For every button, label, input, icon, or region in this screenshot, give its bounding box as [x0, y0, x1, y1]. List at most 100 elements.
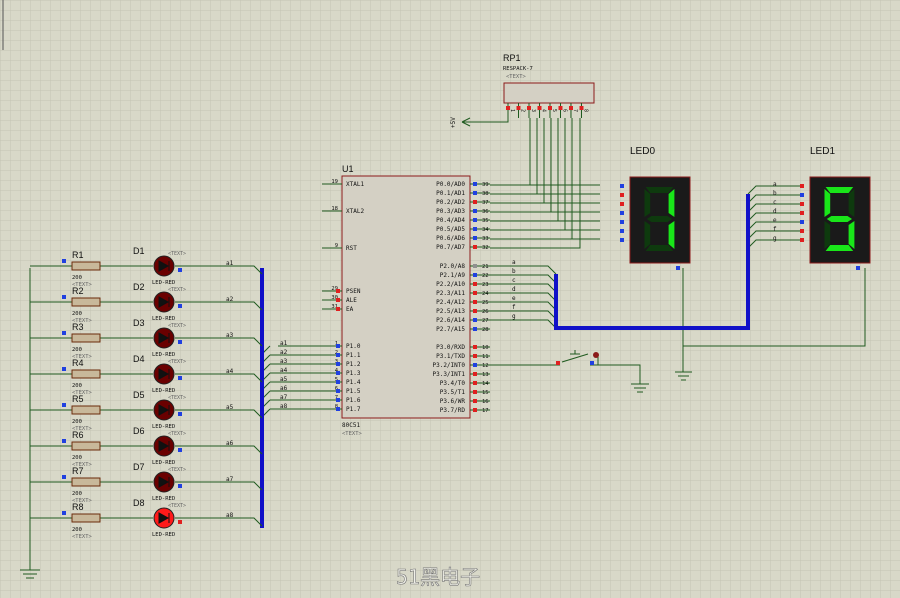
- led-text: <TEXT>: [168, 467, 186, 473]
- display-pin-state: [800, 220, 804, 224]
- u1-pin-name: P1.3: [346, 370, 361, 377]
- u1-pin-name: P2.6/A14: [436, 317, 465, 324]
- row-wire: [30, 481, 263, 491]
- row-wire: [30, 265, 263, 275]
- u1-pin-state: [473, 300, 477, 304]
- segment-b: [848, 189, 855, 217]
- u1-pin-state: [473, 363, 477, 367]
- led-pin-state: [178, 376, 182, 380]
- resistor-body[interactable]: [71, 369, 101, 379]
- led-value: LED-RED: [152, 496, 175, 502]
- diode-symbol-icon: [158, 368, 170, 380]
- u1-text: <TEXT>: [342, 431, 363, 437]
- resistor-pin-state: [62, 295, 66, 299]
- display-pin-state: [620, 193, 624, 197]
- segment-e: [824, 221, 831, 249]
- resistor-text: <TEXT>: [72, 462, 93, 468]
- u1-pin-name: P0.3/AD3: [436, 208, 465, 215]
- u1-pin-state: [336, 398, 340, 402]
- rp1-pin-state: [527, 106, 531, 110]
- segment-c: [668, 221, 675, 249]
- led-value: LED-RED: [152, 352, 175, 358]
- u1-pin-number: 21: [482, 264, 489, 270]
- diode-symbol-icon: [158, 476, 170, 488]
- led-text: <TEXT>: [168, 359, 186, 365]
- u1-pin-state: [473, 291, 477, 295]
- led-text: <TEXT>: [168, 431, 186, 437]
- display-pin-label: a: [773, 181, 777, 188]
- u1-pin-number: 39: [482, 182, 489, 188]
- rp1-pin-state: [506, 106, 510, 110]
- u1-pin-number: 16: [482, 399, 489, 405]
- seven-segment-display[interactable]: LED0: [620, 146, 691, 270]
- u1-pin-state: [473, 318, 477, 322]
- u1-pin-state: [473, 182, 477, 186]
- led-ref: D2: [133, 282, 145, 292]
- diode-symbol-icon: [158, 260, 170, 272]
- display-pin-label: c: [773, 199, 777, 206]
- u1-pin-state: [473, 191, 477, 195]
- u1-pin-number: 32: [482, 245, 489, 251]
- net-label-p2: f: [512, 304, 516, 311]
- u1-pin-number: 9: [335, 243, 338, 249]
- resistor-body[interactable]: [71, 297, 101, 307]
- u1-pin-state: [336, 344, 340, 348]
- resistor-body[interactable]: [71, 513, 101, 523]
- rp1-pin-state: [569, 106, 573, 110]
- u1-pin-number: 15: [482, 390, 489, 396]
- u1-pin-number: 18: [331, 206, 338, 212]
- u1-pin-number: 24: [482, 291, 489, 297]
- push-button-switch[interactable]: [556, 352, 599, 365]
- u1-pin-number: 12: [482, 363, 489, 369]
- u1-pin-state: [473, 245, 477, 249]
- segment-c: [848, 221, 855, 249]
- u1-pin-name: P3.2/INT0: [432, 362, 465, 369]
- u1-pin-state: [473, 345, 477, 349]
- u1-pin-name: P2.2/A10: [436, 281, 465, 288]
- resistor-pin-state: [62, 511, 66, 515]
- u1-pin-state: [473, 381, 477, 385]
- led-value: LED-RED: [152, 532, 175, 538]
- u1-pin-name: P2.5/A13: [436, 308, 465, 315]
- u1-pin-state: [473, 354, 477, 358]
- segment-a: [825, 187, 854, 193]
- display-pin-label: g: [773, 235, 777, 242]
- rp1-pin-number: 4: [541, 109, 547, 112]
- resistor-value: 200: [72, 383, 82, 389]
- resistor-body[interactable]: [71, 477, 101, 487]
- u1-pin-name: P2.1/A9: [440, 272, 466, 279]
- led-net-label: a1: [226, 260, 234, 267]
- diode-symbol-icon: [158, 404, 170, 416]
- u1-pin-number: 34: [482, 227, 489, 233]
- resistor-value: 200: [72, 419, 82, 425]
- net-label-p2: c: [512, 277, 516, 284]
- rp1-pin-number: 8: [583, 109, 589, 112]
- resistor-body[interactable]: [71, 405, 101, 415]
- resistor-body[interactable]: [71, 441, 101, 451]
- resistor-value: 200: [72, 275, 82, 281]
- diode-symbol-icon: [158, 440, 170, 452]
- rp1-vcc-label: +5V: [450, 117, 457, 128]
- resistor-body[interactable]: [71, 261, 101, 271]
- u1-pin-name: XTAL1: [346, 181, 364, 188]
- resistor-body[interactable]: [71, 333, 101, 343]
- row-wire: [30, 301, 263, 311]
- segment-b: [668, 189, 675, 217]
- u1-pin-state: [336, 307, 340, 311]
- resistor-value: 200: [72, 455, 82, 461]
- led-pin-state: [178, 484, 182, 488]
- u1-pin-state: [336, 380, 340, 384]
- display-pin-state: [620, 220, 624, 224]
- display-pin-label: d: [773, 208, 777, 215]
- segment-a: [645, 187, 674, 193]
- watermark: 51黑电子: [396, 565, 480, 589]
- u1-pin-state: [473, 282, 477, 286]
- row-wire: [30, 373, 263, 383]
